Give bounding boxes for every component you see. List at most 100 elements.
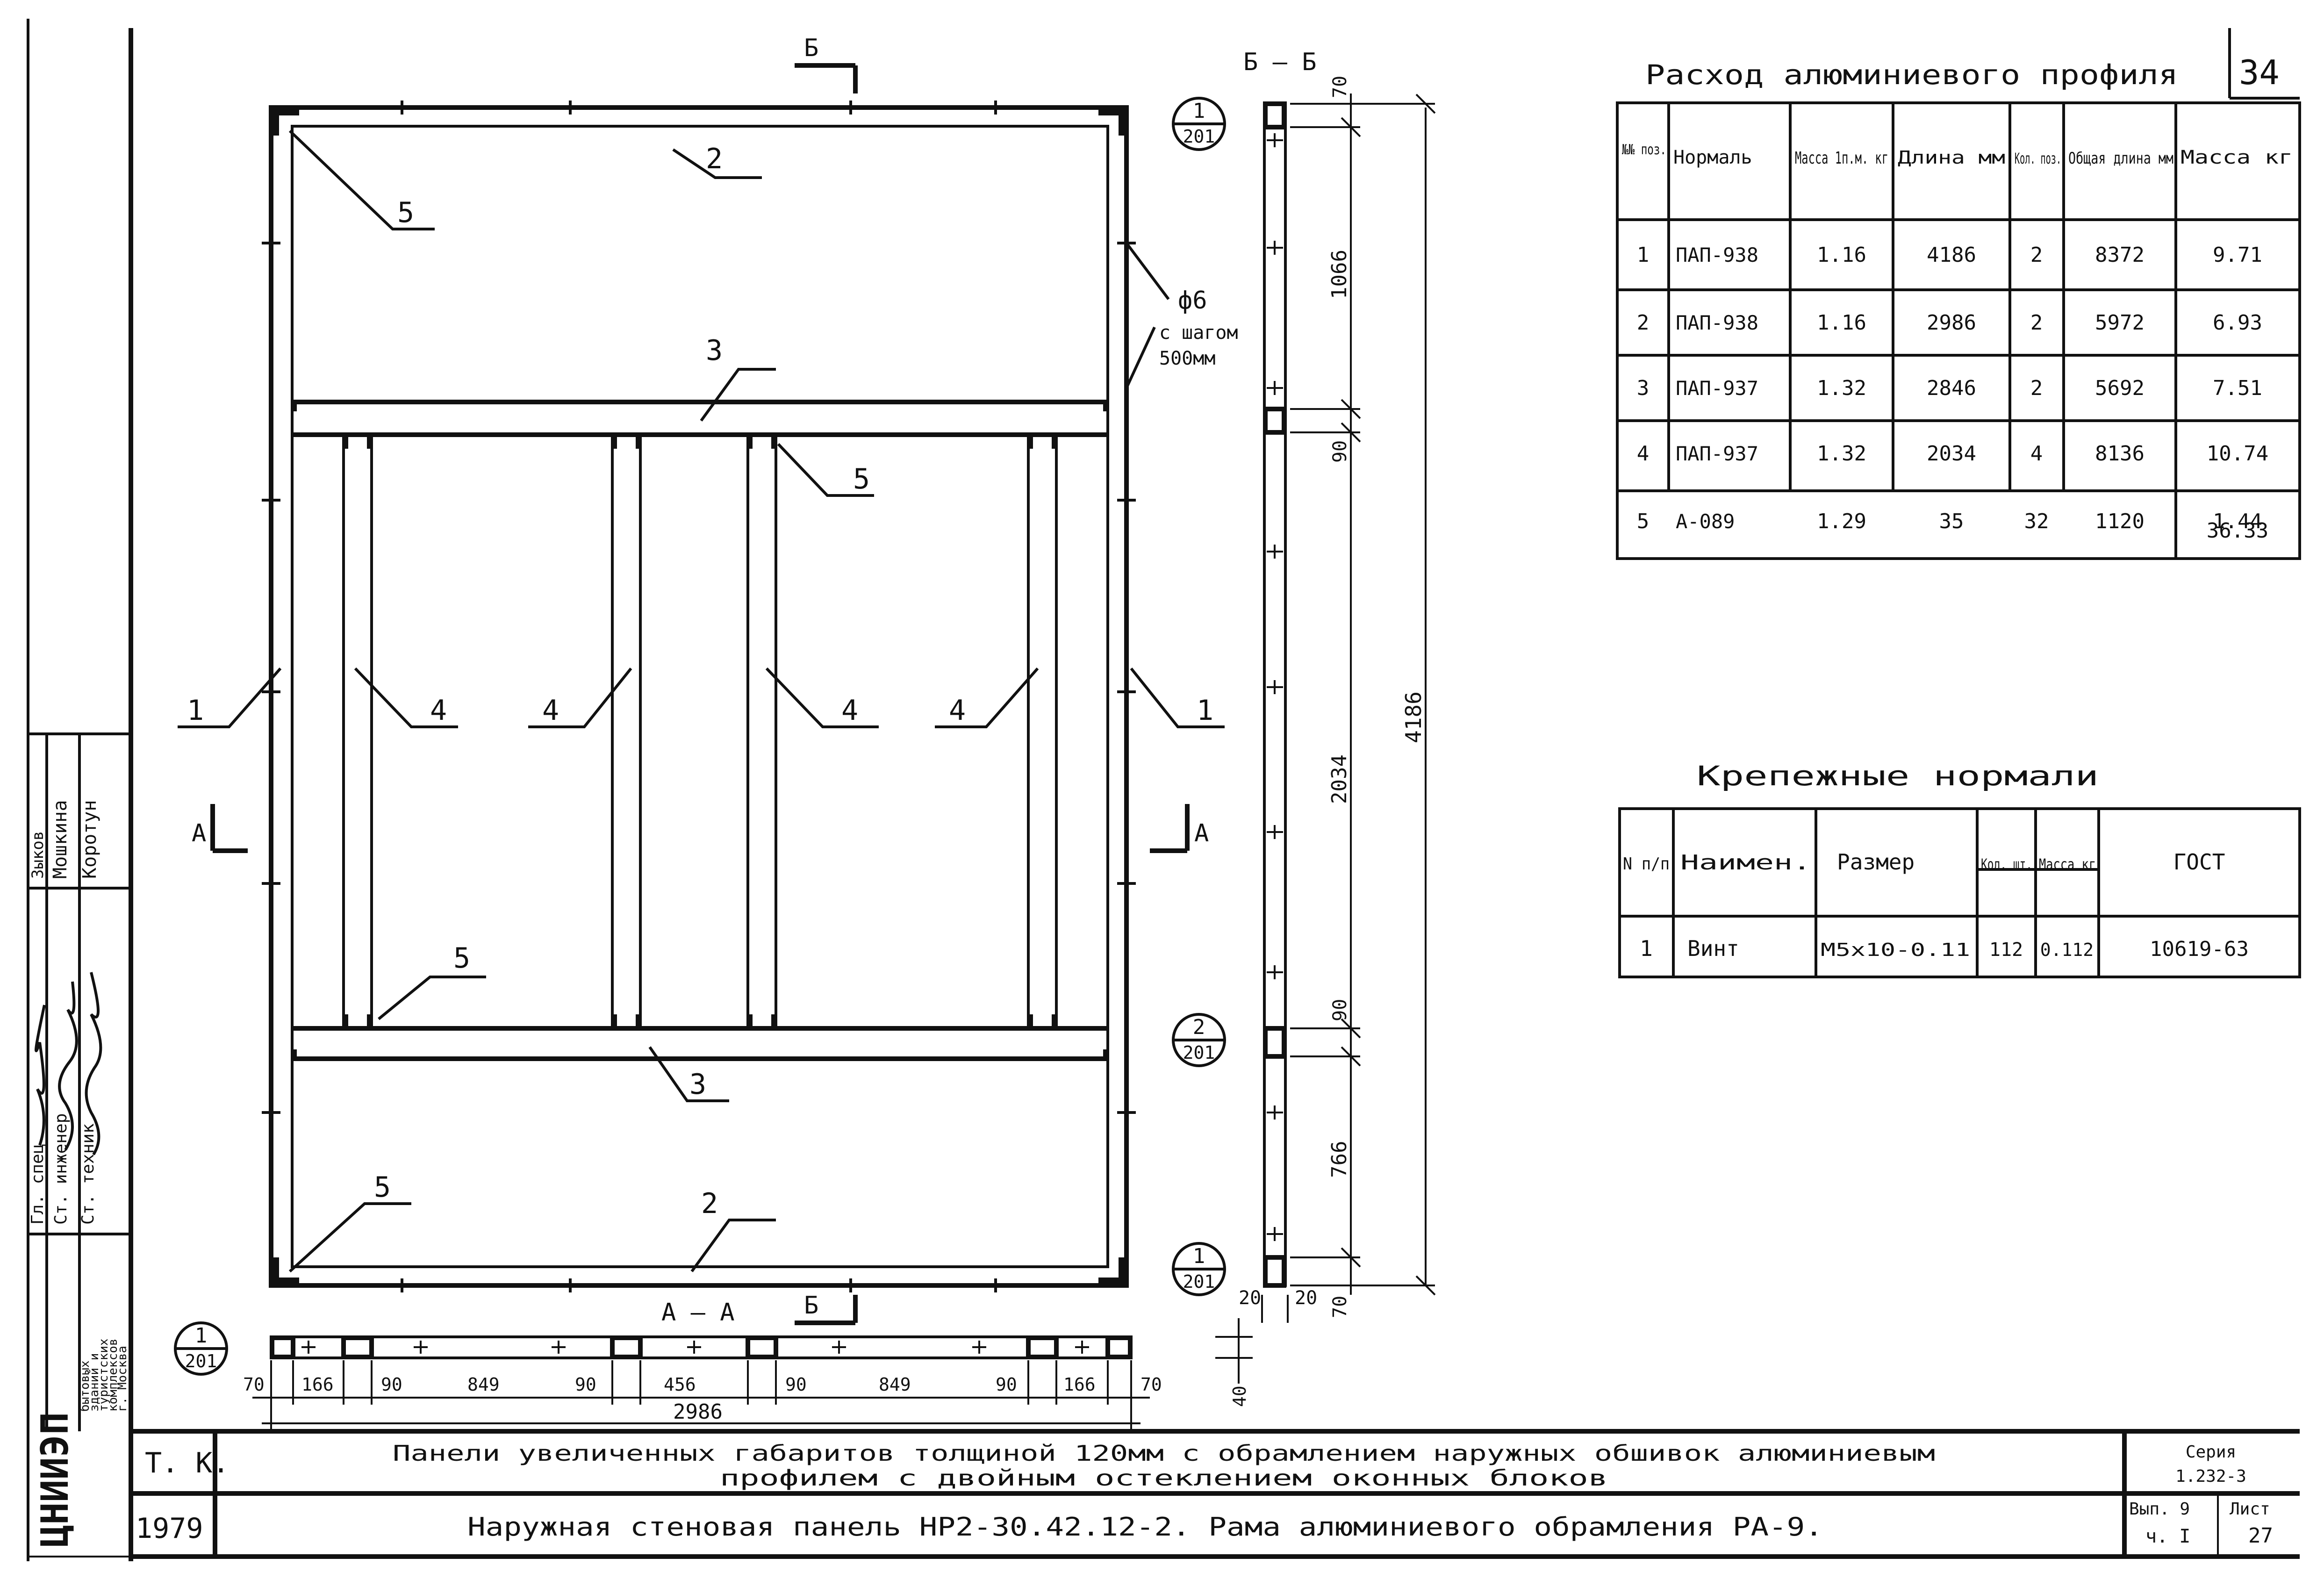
svg-text:201: 201 bbox=[185, 1351, 217, 1371]
profile-header: №№ поз. bbox=[1622, 142, 1666, 158]
svg-text:201: 201 bbox=[1183, 1271, 1215, 1292]
hole-note: ф6 с шагом 500мм bbox=[1125, 242, 1238, 389]
sheet-number-box: 34 bbox=[2228, 28, 2300, 100]
cut-label-b-bottom: Б bbox=[804, 1292, 818, 1320]
section-aa: 70 166 90 849 90 456 90 849 90 166 70 29… bbox=[243, 1318, 1253, 1430]
dim-bottom: 70 bbox=[1329, 1296, 1351, 1318]
profile-cell: 6.93 bbox=[2213, 311, 2262, 335]
profile-cell: 1.44 bbox=[2213, 510, 2262, 533]
org-logo: ЦНИИЭП bbox=[33, 1412, 77, 1547]
dim-90-upper: 90 bbox=[1329, 440, 1351, 463]
profile-cell: 2986 bbox=[1927, 311, 1976, 335]
profile-header: Нормаль bbox=[1673, 147, 1752, 168]
title-line-1: Панели увеличенных габаритов толщиной 12… bbox=[393, 1441, 1935, 1466]
profile-cell: 1.16 bbox=[1817, 311, 1866, 335]
hole-note-line: 500мм bbox=[1159, 348, 1215, 369]
thickness-dim: 40 bbox=[1229, 1385, 1250, 1407]
profile-cell: А-089 bbox=[1676, 510, 1735, 533]
section-title: Б — Б bbox=[1243, 48, 1317, 76]
fastener-cell: 0.112 bbox=[2040, 940, 2094, 960]
hdim: 166 bbox=[1063, 1374, 1096, 1395]
profile-cell: 3 bbox=[1637, 376, 1650, 400]
org-text: комплексов bbox=[106, 1338, 120, 1412]
section-cuts: Б Б A A A — A bbox=[192, 34, 1209, 1327]
sheet-label: Лист bbox=[2230, 1500, 2270, 1519]
hdim: 456 bbox=[664, 1374, 696, 1395]
profile-cell: 2846 bbox=[1927, 376, 1976, 400]
callout-label: 4 bbox=[841, 694, 858, 727]
profile-cell: 4186 bbox=[1927, 243, 1976, 267]
svg-text:1: 1 bbox=[1193, 99, 1205, 123]
profile-cell: 1.32 bbox=[1817, 442, 1866, 466]
dim-4186: 4186 bbox=[1401, 691, 1426, 743]
profile-cell: 10.74 bbox=[2207, 442, 2268, 466]
fastener-cell: 112 bbox=[1989, 939, 2023, 961]
callout-label: 1 bbox=[187, 694, 204, 727]
callout-label: 5 bbox=[853, 463, 870, 495]
org-text: г. Москва bbox=[115, 1346, 129, 1412]
stamp-name: Мошкина bbox=[50, 800, 71, 879]
profile-cell: 1.29 bbox=[1817, 510, 1866, 533]
title-line-3: Наружная стеновая панель НР2-30.42.12-2.… bbox=[467, 1512, 1823, 1542]
svg-text:201: 201 bbox=[1183, 126, 1215, 147]
dim-left-offset: 20 bbox=[1239, 1287, 1261, 1309]
callout-label: 2 bbox=[701, 1187, 718, 1220]
profile-cell: ПАП-937 bbox=[1676, 377, 1758, 400]
fastener-table: Крепежные нормали N п/п Наимен. Размер К… bbox=[1618, 760, 2301, 978]
fastener-table-title: Крепежные нормали bbox=[1697, 760, 2099, 792]
fastener-header: N п/п bbox=[1623, 854, 1670, 874]
profile-cell: 1120 bbox=[2095, 510, 2145, 533]
profile-cell: 4 bbox=[2030, 442, 2043, 466]
hdim: 90 bbox=[575, 1374, 596, 1395]
signatures bbox=[35, 972, 102, 1156]
callout-label: 3 bbox=[706, 334, 723, 367]
profile-cell: 32 bbox=[2024, 510, 2049, 533]
profile-cell: 1.32 bbox=[1817, 376, 1866, 400]
callout-label: 5 bbox=[397, 196, 414, 229]
svg-text:201: 201 bbox=[1183, 1042, 1215, 1063]
svg-text:2: 2 bbox=[1193, 1015, 1205, 1039]
profile-cell: 9.71 bbox=[2213, 243, 2262, 267]
section-bb: Б — Б 70 bbox=[1239, 48, 1436, 1323]
hdim: 166 bbox=[301, 1374, 334, 1395]
profile-cell: ПАП-937 bbox=[1676, 442, 1758, 465]
series-label: Серия bbox=[2186, 1443, 2236, 1462]
issue-value: ч. I bbox=[2145, 1526, 2190, 1547]
sheet-border bbox=[27, 19, 2300, 1561]
hole-note-line: ф6 bbox=[1178, 287, 1207, 315]
callout-label: 4 bbox=[949, 694, 966, 727]
dim-90-lower: 90 bbox=[1329, 999, 1351, 1021]
hole-note-line: с шагом bbox=[1159, 322, 1238, 344]
dim-766: 766 bbox=[1327, 1141, 1351, 1178]
profile-cell: 7.51 bbox=[2213, 376, 2262, 400]
fastener-cell: М5х10-0.11 bbox=[1821, 940, 1970, 960]
profile-cell: 2034 bbox=[1927, 442, 1976, 466]
profile-cell: 5 bbox=[1637, 510, 1650, 533]
stamp-names: Зыков Мошкина Коротун bbox=[29, 800, 100, 879]
fastener-cell: 1 bbox=[1640, 936, 1653, 961]
issue-label: Вып. 9 bbox=[2129, 1500, 2190, 1519]
year-label: 1979 bbox=[136, 1512, 203, 1545]
profile-cell: 35 bbox=[1939, 510, 1964, 533]
svg-text:ЦНИИЭП: ЦНИИЭП bbox=[33, 1412, 77, 1547]
dim-2034: 2034 bbox=[1327, 754, 1351, 804]
stamp-role: Гл. спец. bbox=[28, 1134, 47, 1225]
stamp-role: Ст. инженер bbox=[51, 1113, 71, 1225]
svg-text:1: 1 bbox=[195, 1324, 208, 1348]
fastener-cell: 10619-63 bbox=[2150, 937, 2249, 961]
callout-label: 5 bbox=[453, 942, 470, 975]
cut-label-a-right: A bbox=[1194, 819, 1209, 847]
stamp-name: Коротун bbox=[79, 800, 100, 879]
sheet-number: 34 bbox=[2239, 53, 2280, 92]
profile-cell: ПАП-938 bbox=[1676, 244, 1758, 266]
hdim: 90 bbox=[381, 1374, 402, 1395]
hdim: 90 bbox=[785, 1374, 807, 1395]
sheet-value: 27 bbox=[2248, 1524, 2273, 1548]
callout-label: 4 bbox=[542, 694, 559, 727]
profile-cell: 2 bbox=[2030, 376, 2043, 400]
profile-table: Расход алюминиевого профиля №№ поз. Норм… bbox=[1616, 59, 2301, 560]
profile-header: Длина мм bbox=[1898, 147, 2005, 168]
title-line-2: профилем с двойным остеклением оконных б… bbox=[720, 1465, 1608, 1491]
profile-cell: ПАП-938 bbox=[1676, 311, 1758, 334]
